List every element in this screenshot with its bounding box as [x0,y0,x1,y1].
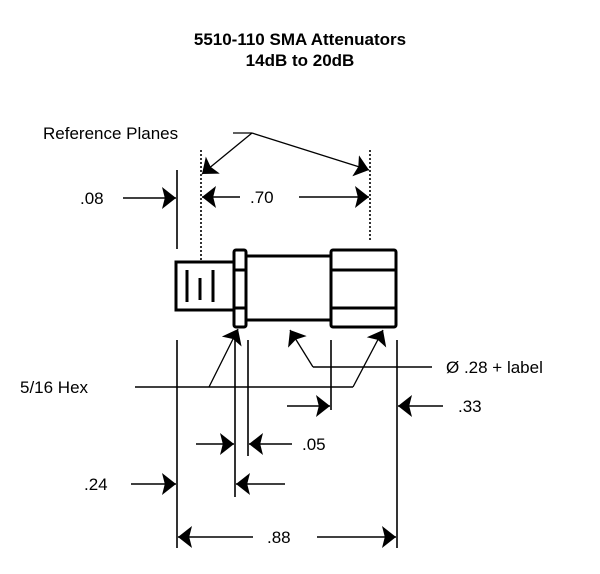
hex-label: 5/16 Hex [20,378,89,397]
dim-70-label: .70 [250,188,274,207]
dimension-05: .05 [196,433,326,455]
dim-24-label: .24 [84,475,108,494]
left-coupling-body [174,260,236,312]
diameter-leader-arrow [288,329,314,368]
left-hex-nut [232,248,248,329]
dim-05-label: .05 [302,435,326,454]
leader-arrow-right [251,132,370,177]
middle-body [244,254,333,322]
hex-callout: 5/16 Hex [20,328,387,397]
reference-planes-callout: Reference Planes [43,124,370,177]
dim-08-label: .08 [80,189,104,208]
dimension-33: .33 [287,395,482,417]
reference-planes-label: Reference Planes [43,124,178,143]
diameter-label: Ø .28 + label [446,358,543,377]
dimension-24: .24 [84,473,285,495]
diameter-callout: Ø .28 + label [288,329,543,377]
hex-leader-arrow [208,328,242,388]
dimension-70: .70 [202,186,369,208]
dimension-88: .88 [178,526,396,548]
diagram-title: 5510-110 SMA Attenuators [193,30,407,49]
extension-lines [176,150,398,548]
hex-leader-arrow-right [352,329,387,388]
connector-part [174,248,398,329]
dim-88-label: .88 [267,528,291,547]
leader-arrow-left [201,132,253,175]
diagram-subtitle: 14dB to 20dB [245,51,355,70]
dim-33-label: .33 [458,397,482,416]
dimension-08: .08 [80,187,176,209]
right-hex-body [329,248,398,329]
